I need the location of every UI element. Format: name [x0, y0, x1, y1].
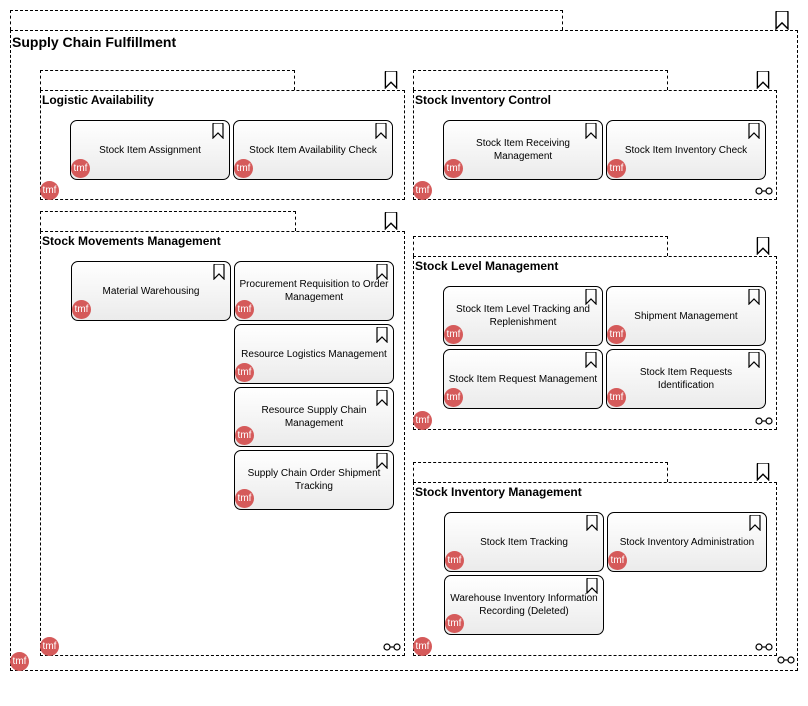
bookmark-icon [585, 352, 597, 368]
chain-link-icon [383, 643, 401, 651]
tmf-badge: tmf [445, 614, 464, 633]
function-card[interactable]: Stock Item Request Management tmf [443, 349, 603, 409]
function-label: Stock Item Inventory Check [624, 144, 748, 156]
bookmark-icon [585, 123, 597, 139]
function-card[interactable]: Stock Item Availability Check tmf [233, 120, 393, 180]
function-label: Stock Item Availability Check [249, 144, 377, 156]
bookmark-icon [748, 123, 760, 139]
tmf-badge: tmf [40, 181, 59, 200]
function-card[interactable]: Resource Logistics Management tmf [234, 324, 394, 384]
tmf-badge: tmf [607, 325, 626, 344]
tmf-badge: tmf [10, 652, 29, 671]
function-card[interactable]: Stock Item Level Tracking and Replenishm… [443, 286, 603, 346]
function-label: Supply Chain Order Shipment Tracking [247, 468, 381, 492]
function-label: Resource Supply Chain Management [261, 405, 367, 429]
bookmark-icon [756, 237, 770, 255]
bookmark-icon [756, 71, 770, 89]
chain-link-icon [755, 643, 773, 651]
function-label: Stock Item Tracking [480, 536, 568, 548]
function-card[interactable]: Stock Item Inventory Check tmf [606, 120, 766, 180]
function-label: Material Warehousing [102, 285, 200, 297]
chain-link-icon [755, 187, 773, 195]
bookmark-icon [384, 71, 398, 89]
group-title: Stock Level Management [415, 259, 559, 273]
bookmark-icon [376, 390, 388, 406]
group-logistic-availability [40, 90, 405, 200]
tmf-badge: tmf [413, 637, 432, 656]
bookmark-icon [212, 123, 224, 139]
function-label: Resource Logistics Management [241, 348, 387, 360]
bookmark-icon [375, 123, 387, 139]
bookmark-icon [749, 515, 761, 531]
bookmark-icon [775, 11, 789, 30]
tmf-badge: tmf [413, 181, 432, 200]
function-label: Stock Item Level Tracking and Replenishm… [456, 304, 590, 328]
group-tab [413, 70, 668, 90]
tmf-badge: tmf [445, 551, 464, 570]
container-supply-chain-fulfillment [10, 30, 798, 671]
tmf-badge: tmf [607, 388, 626, 407]
tmf-badge: tmf [413, 411, 432, 430]
function-label: Stock Inventory Administration [619, 536, 755, 548]
bookmark-icon [213, 264, 225, 280]
group-tab [40, 70, 295, 90]
function-card[interactable]: Stock Item Assignment tmf [70, 120, 230, 180]
group-title: Stock Inventory Control [415, 93, 552, 107]
function-card[interactable]: Resource Supply Chain Management tmf [234, 387, 394, 447]
tmf-badge: tmf [444, 325, 463, 344]
tmf-badge: tmf [608, 551, 627, 570]
tmf-badge: tmf [234, 159, 253, 178]
group-stock-inventory-control [413, 90, 777, 200]
diagram-title: Supply Chain Fulfillment [12, 34, 177, 50]
bookmark-icon [376, 327, 388, 343]
function-card[interactable]: Stock Item Requests Identification tmf [606, 349, 766, 409]
tmf-badge: tmf [444, 388, 463, 407]
function-card[interactable]: Procurement Requisition to Order Managem… [234, 261, 394, 321]
group-tab [413, 462, 668, 482]
function-label: Procurement Requisition to Order Managem… [239, 279, 389, 303]
bookmark-icon [586, 578, 598, 594]
function-card[interactable]: Stock Inventory Administration tmf [607, 512, 767, 572]
bookmark-icon [376, 453, 388, 469]
chain-link-icon [755, 417, 773, 425]
bookmark-icon [748, 289, 760, 305]
group-tab [413, 236, 668, 256]
function-label: Warehouse Inventory Information Recordin… [450, 593, 598, 617]
tmf-badge: tmf [235, 426, 254, 445]
group-stock-movements-management [40, 231, 405, 656]
bookmark-icon [756, 463, 770, 481]
tmf-badge: tmf [235, 300, 254, 319]
bookmark-icon [748, 352, 760, 368]
function-card[interactable]: Stock Item Tracking tmf [444, 512, 604, 572]
tmf-badge: tmf [40, 637, 59, 656]
group-stock-inventory-management [413, 482, 777, 656]
function-card[interactable]: Stock Item Receiving Management tmf [443, 120, 603, 180]
tmf-badge: tmf [235, 489, 254, 508]
group-stock-level-management [413, 256, 777, 430]
function-label: Stock Item Assignment [99, 144, 201, 156]
function-label: Stock Item Receiving Management [476, 138, 570, 162]
group-tab [40, 211, 296, 231]
bookmark-icon [585, 289, 597, 305]
function-card[interactable]: Material Warehousing tmf [71, 261, 231, 321]
function-label: Shipment Management [634, 310, 738, 322]
tmf-badge: tmf [235, 363, 254, 382]
group-title: Stock Movements Management [42, 234, 221, 248]
bookmark-icon [586, 515, 598, 531]
function-label: Stock Item Request Management [448, 373, 598, 385]
tmf-badge: tmf [72, 300, 91, 319]
tmf-badge: tmf [71, 159, 90, 178]
container-tab [10, 10, 563, 30]
group-title: Stock Inventory Management [415, 485, 582, 499]
chain-link-icon [777, 656, 795, 664]
group-title: Logistic Availability [42, 93, 154, 107]
bookmark-icon [384, 212, 398, 230]
function-card[interactable]: Shipment Management tmf [606, 286, 766, 346]
function-card[interactable]: Warehouse Inventory Information Recordin… [444, 575, 604, 635]
function-label: Stock Item Requests Identification [639, 367, 733, 391]
bookmark-icon [376, 264, 388, 280]
tmf-badge: tmf [607, 159, 626, 178]
tmf-badge: tmf [444, 159, 463, 178]
